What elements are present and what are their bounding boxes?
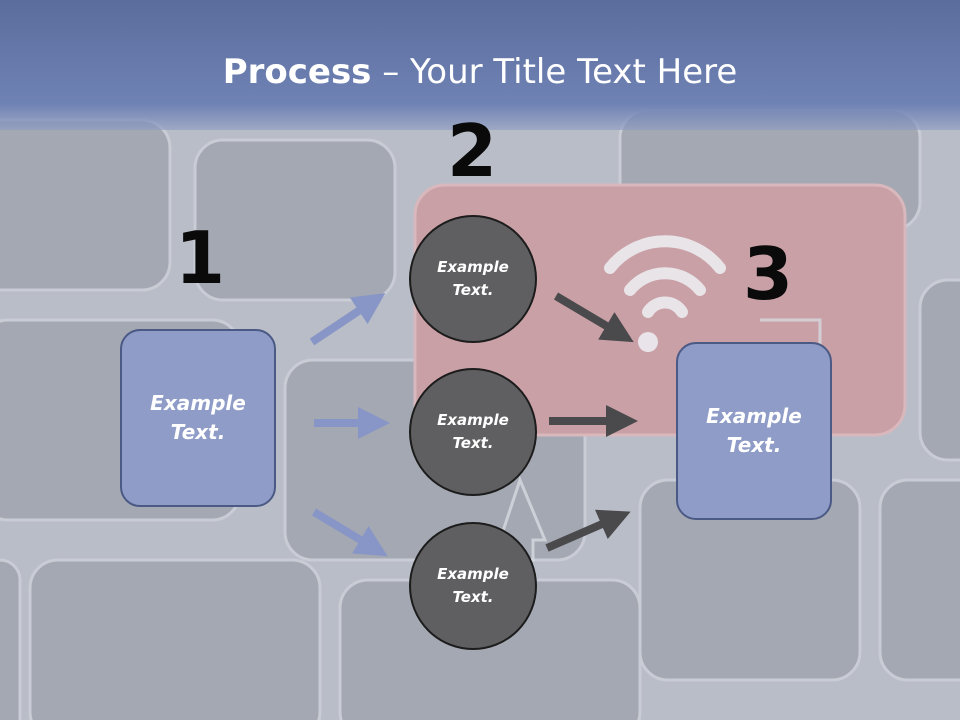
circle-top-text: Example Text. — [437, 258, 509, 299]
title-rest-part: – Your Title Text Here — [371, 52, 738, 92]
slide-title: Process – Your Title Text Here — [0, 52, 960, 92]
left-box-text: Example Text. — [150, 391, 246, 444]
step-number-1: 1 — [174, 216, 226, 300]
circle-node-middle: Example Text. — [409, 368, 537, 496]
right-box-text: Example Text. — [706, 404, 802, 457]
arrow-bottom-to-right — [545, 509, 631, 552]
left-process-box: Example Text. — [120, 329, 276, 507]
circle-middle-text: Example Text. — [437, 411, 509, 452]
circle-node-bottom: Example Text. — [409, 522, 537, 650]
title-bold-part: Process — [222, 52, 372, 92]
circle-bottom-text: Example Text. — [437, 565, 509, 606]
arrow-left-to-bottom — [311, 508, 388, 557]
arrow-top-to-right — [553, 292, 634, 343]
arrow-left-to-top — [309, 293, 386, 346]
right-process-box: Example Text. — [676, 342, 832, 520]
title-band — [0, 0, 960, 130]
circle-node-top: Example Text. — [409, 215, 537, 343]
step-number-3: 3 — [742, 232, 794, 316]
step-number-2: 2 — [446, 109, 498, 193]
